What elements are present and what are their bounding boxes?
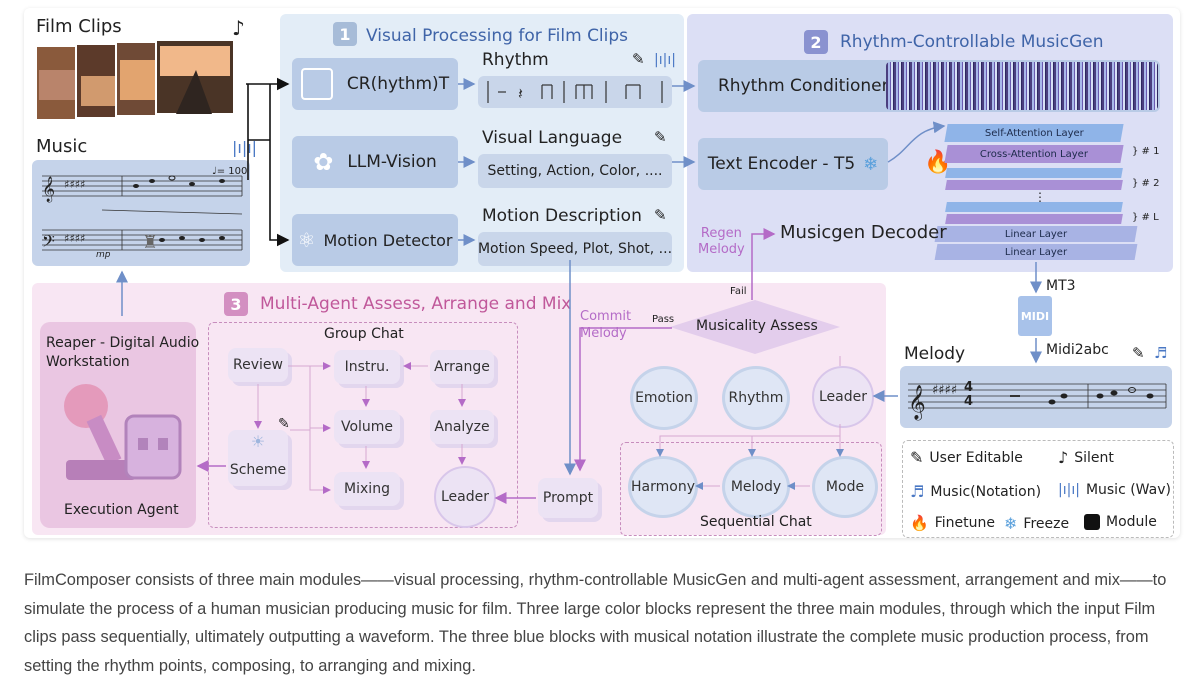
figure-caption: FilmComposer consists of three main modu…	[24, 566, 1180, 680]
connector-arrows	[0, 0, 1200, 560]
